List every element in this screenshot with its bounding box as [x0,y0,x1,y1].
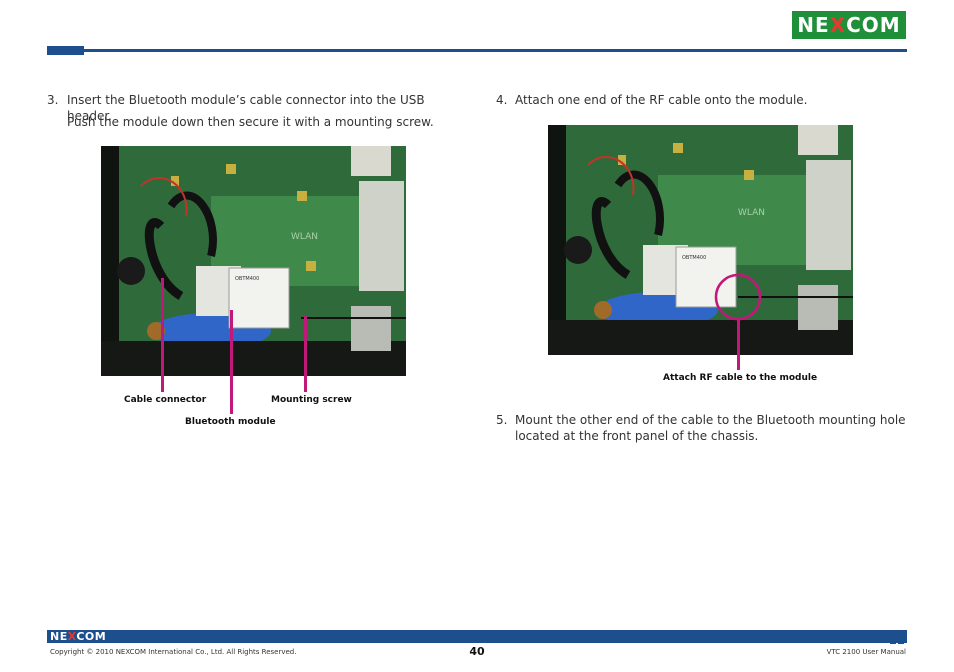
logo-text-x: X [829,13,847,37]
footer-logo-left: NE [50,630,68,643]
footer-square-1 [890,630,896,636]
footer-bar [47,630,907,643]
callout-line-rf-cable [737,318,740,370]
step-4-number: 4. [496,93,508,107]
photo-left-module-brand: OBTM400 [235,276,259,282]
header-rule [47,49,907,52]
callout-mounting-screw: Mounting screw [271,395,352,405]
footer-square-3 [898,638,904,644]
photo-right-wlan-label: WLAN [738,208,765,218]
callout-line-mounting-screw [304,315,307,392]
callout-line-bluetooth-module [230,310,233,414]
callout-line-cable-connector [161,278,164,392]
step-4-text: Attach one end of the RF cable onto the … [515,93,808,107]
callout-attach-rf-cable: Attach RF cable to the module [663,373,818,383]
photo-left-wlan-label: WLAN [291,232,318,242]
footer-logo-right: COM [76,630,107,643]
logo-text-right: COM [846,13,901,37]
step-5-line2: located at the front panel of the chassi… [515,429,759,443]
logo-text-left: NE [797,13,830,37]
step-5-number: 5. [496,413,508,427]
callout-cable-connector: Cable connector [124,395,207,405]
manual-title: VTC 2100 User Manual [826,648,906,656]
bluetooth-install-photo: WLAN OBTM400 [101,146,406,376]
callout-bluetooth-module: Bluetooth module [185,417,276,427]
rf-cable-photo: WLAN OBTM400 [548,125,853,355]
footer-copyright: Copyright © 2010 NEXCOM International Co… [50,648,297,656]
step-3-line2: Push the module down then secure it with… [67,115,434,129]
step-3-line1: Insert the Bluetooth module’s cable conn… [67,93,425,123]
footer-logo-x: X [67,630,77,643]
page-number: 40 [469,645,485,658]
footer-logo: NEXCOM [50,630,106,643]
step-5-line1: Mount the other end of the cable to the … [515,413,906,427]
header-tab [47,46,84,55]
step-3-number: 3. [47,93,59,107]
photo-right-module-brand: OBTM400 [682,255,706,261]
footer-square-2 [890,638,896,644]
